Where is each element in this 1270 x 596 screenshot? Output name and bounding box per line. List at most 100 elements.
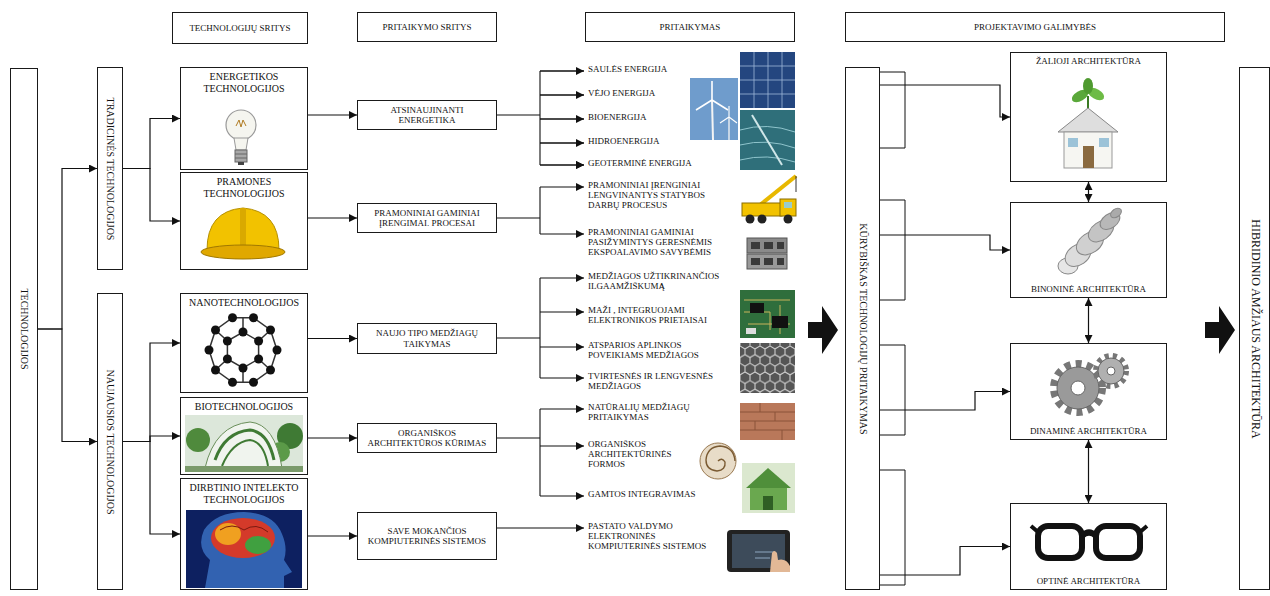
bulb-icon [235, 150, 247, 162]
bio-building-photo [185, 466, 303, 472]
fan-arrows [497, 71, 540, 165]
application-text: VĖJO ENERGIJA [588, 89, 676, 99]
wood-photo [740, 403, 795, 440]
node-text: TECHNOLOGIJŲ SRITYS [189, 23, 290, 33]
hard-hat-icon [207, 208, 279, 250]
application-text: HIDROENERGIJA [588, 137, 676, 147]
fan-arrows [540, 495, 584, 496]
application-text: ORGANIŠKOS ARCHITEKTŪRINĖS FORMOS [588, 440, 688, 470]
wind-turbine-photo [712, 100, 713, 140]
node-text: SAVE MOKANČIOS KOMPIUTERINĖS SISTEMOS [362, 526, 492, 547]
glasses-icon [1031, 526, 1147, 558]
concrete-block-photo [751, 242, 760, 249]
green-house-icon [1083, 146, 1094, 168]
connector-arrow [1088, 440, 1089, 503]
hydro-photo [740, 126, 795, 162]
green-house-photo [742, 463, 795, 513]
nautilus-shell-photo [700, 443, 736, 479]
fan-arrows [540, 186, 584, 187]
connector-arrow [880, 392, 1010, 411]
brain-photo [186, 510, 302, 588]
node-text: TRADICINĖS TECHNOLOGIJOS [104, 97, 116, 240]
node-text: NANOTECHNOLOGIJOS [189, 297, 299, 309]
brain-photo [201, 512, 292, 588]
gears-icon [1098, 358, 1124, 384]
connector-arrow [308, 535, 357, 536]
bracket-lines [880, 72, 905, 585]
gears-icon [1071, 381, 1085, 395]
tablet-photo [770, 551, 790, 572]
connector-arrow [38, 329, 97, 442]
vertical-band: NAUJAUSIOS TECHNOLOGIJOS [97, 293, 123, 590]
wind-turbine-photo [728, 117, 729, 140]
technology-box: PRAMONES TECHNOLOGIJOS [180, 172, 308, 270]
node-text: ŽALIOJI ARCHITEKTŪRA [1036, 56, 1141, 66]
header-box: PRITAIKYMAS [585, 12, 795, 42]
bio-building-photo [222, 440, 268, 466]
green-house-icon [1083, 78, 1093, 94]
application-text: MAŽI , INTEGRUOJAMI ELEKTRONIKOS PRIETAI… [588, 306, 738, 326]
concrete-block-photo [777, 258, 784, 265]
wind-turbine-photo [720, 106, 737, 123]
fan-arrows [540, 408, 584, 409]
node-text: PROJEKTAVIMO GALIMYBĖS [974, 22, 1096, 32]
molecule-icon [273, 346, 282, 355]
crane-truck-photo [784, 202, 792, 208]
connector-arrow [123, 119, 180, 169]
bulb-icon [226, 110, 256, 140]
application-text: NATŪRALIŲ MEDŽIAGŲ PRITAIKYMAS [588, 403, 738, 423]
application-text: GAMTOS INTEGRAVIMAS [588, 490, 738, 500]
connector-arrow [123, 442, 180, 535]
crane-truck-photo [742, 203, 782, 216]
application-text: PRAMONINIAI GAMINIAI PASIŽYMINTYS GERESN… [588, 228, 738, 258]
green-house-photo [742, 463, 795, 513]
bulb-icon [236, 120, 246, 127]
molecule-icon [254, 355, 263, 364]
application-text: BIOENERGIJA [588, 113, 676, 123]
green-house-icon [1058, 78, 1118, 168]
tablet-photo [727, 530, 790, 572]
fan-arrows [540, 70, 584, 71]
bio-building-photo [205, 422, 282, 468]
node-text: BIOTECHNOLOGIJOS [195, 401, 293, 413]
big-arrow [808, 306, 1235, 354]
glasses-icon [1031, 526, 1147, 532]
bulb-icon [226, 110, 256, 165]
concrete-block-photo [747, 254, 787, 269]
bracket-lines [880, 345, 905, 435]
crane-truck-photo [796, 176, 797, 192]
bracket-lines [880, 72, 905, 148]
molecule-icon [249, 313, 258, 322]
circuit-board-photo [744, 300, 790, 334]
shell-icon [1058, 206, 1123, 274]
connector-arrow [880, 547, 1010, 576]
molecule-icon [209, 318, 277, 383]
molecule-icon [249, 378, 258, 387]
concrete-block-photo [747, 238, 787, 253]
node-text: BINONINĖ ARCHITEKTŪRA [1031, 284, 1146, 294]
molecule-icon [205, 313, 282, 387]
molecule-icon [266, 366, 275, 375]
application-box: PRAMONINIAI GAMINIAI ĮRENGIMAI. PROCESAI [357, 203, 497, 233]
connector-arrow [1088, 182, 1089, 202]
architecture-box: DINAMINĖ ARCHITEKTŪRA [1010, 343, 1167, 440]
node-text: KŪRYBIŠKAS TECHNOLOGIJŲ PRITAIKYMAS [857, 223, 869, 434]
connector-arrow [308, 217, 357, 218]
bio-building-photo [185, 415, 303, 472]
node-text: OPTINĖ ARCHITEKTŪRA [1037, 576, 1141, 586]
vertical-band: HIBRIDINIO AMŽIAUS ARCHITEKTŪRA [1239, 67, 1270, 590]
architecture-box: OPTINĖ ARCHITEKTŪRA [1010, 503, 1167, 590]
molecule-icon [266, 326, 275, 335]
brain-photo [245, 536, 271, 554]
molecule-icon [223, 355, 232, 364]
brain-photo [211, 518, 275, 558]
gears-icon [1057, 367, 1099, 409]
fan-arrows [540, 445, 584, 446]
header-box: TECHNOLOGIJŲ SRITYS [172, 12, 308, 44]
header-box: PRITAIKYMO SRITYS [357, 12, 497, 42]
molecule-icon [227, 332, 258, 368]
architecture-box: ŽALIOJI ARCHITEKTŪRA [1010, 52, 1167, 182]
bio-building-photo [185, 415, 303, 472]
nautilus-shell-photo [706, 446, 735, 471]
application-text: TVIRTESNĖS IR LENGVESNĖS MEDŽIAGOS [588, 372, 738, 392]
